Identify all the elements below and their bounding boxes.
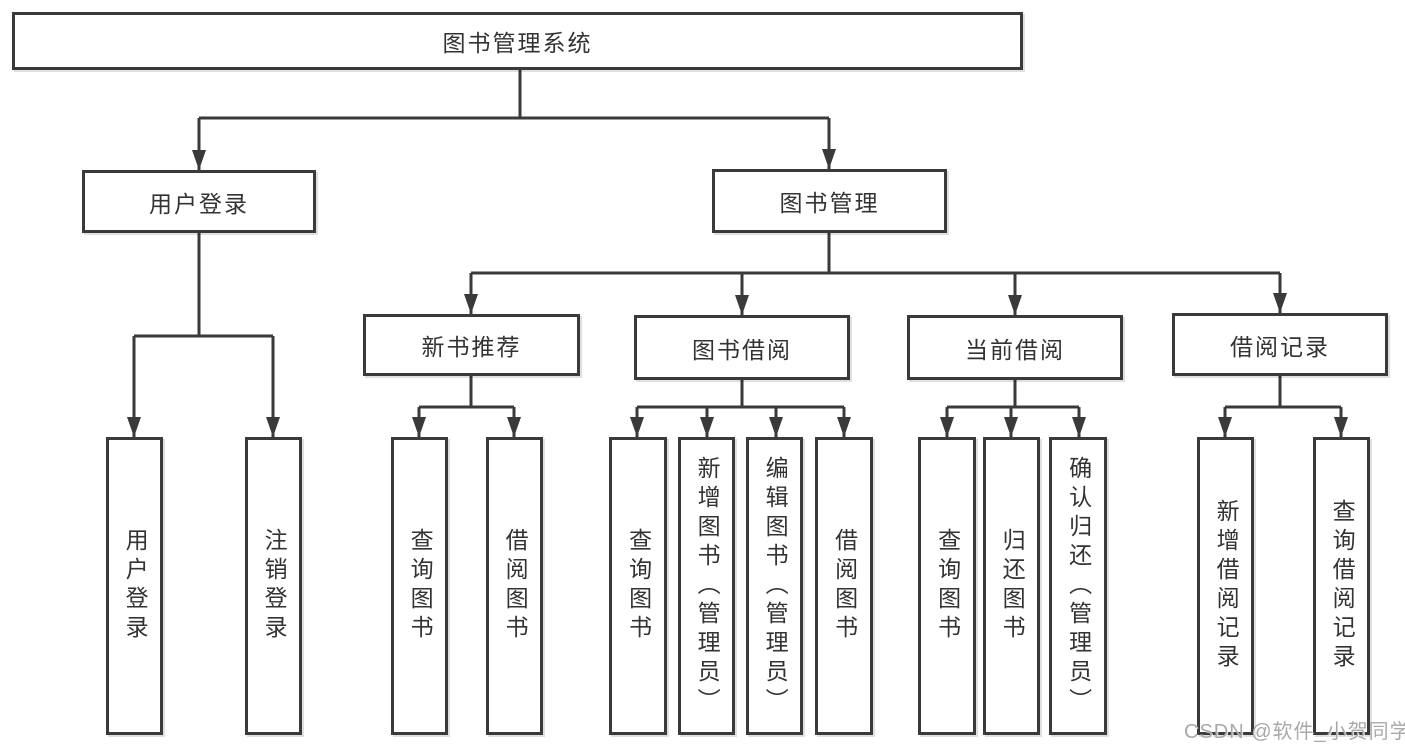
node-book-borrowing: 图书借阅 [634, 315, 850, 380]
leaf-logout: 注销登录 [245, 437, 302, 735]
node-current-borrowing: 当前借阅 [907, 315, 1123, 380]
leaf-add-borrow-record: 新增借阅记录 [1197, 437, 1254, 735]
leaf-confirm-return-admin: 确认归还（管理员） [1049, 437, 1107, 735]
node-root-library-management-system: 图书管理系统 [12, 12, 1023, 70]
bus-currentborrow-to-leaves [947, 380, 1079, 409]
leaf-user-login: 用户登录 [106, 437, 163, 735]
bus-newbook-to-leaves [419, 376, 514, 409]
bus-bookmgmt-to-level3 [471, 233, 1280, 275]
leaf-edit-books-admin: 编辑图书（管理员） [746, 437, 803, 735]
leaf-query-books-1: 查询图书 [391, 437, 448, 735]
bus-borrowrecords-to-leaves [1225, 376, 1341, 409]
leaf-query-borrow-record: 查询借阅记录 [1313, 437, 1370, 735]
leaf-query-books-2: 查询图书 [609, 437, 667, 735]
bus-userlogin-to-leaves [134, 233, 273, 338]
node-book-management: 图书管理 [712, 169, 947, 233]
watermark: CSDN @软件_小贺同学 [1184, 721, 1405, 743]
leaf-borrow-books-1: 借阅图书 [486, 437, 543, 735]
node-borrowing-records: 借阅记录 [1172, 313, 1388, 376]
node-new-book-recommend: 新书推荐 [363, 314, 580, 376]
leaf-return-books: 归还图书 [983, 437, 1040, 735]
leaf-query-books-3: 查询图书 [918, 437, 976, 735]
bus-root-to-level2 [199, 70, 829, 120]
node-user-login: 用户登录 [82, 170, 316, 233]
bus-bookborrow-to-leaves [637, 380, 844, 409]
leaf-borrow-books-2: 借阅图书 [815, 437, 873, 735]
leaf-add-books-admin: 新增图书（管理员） [678, 437, 735, 735]
